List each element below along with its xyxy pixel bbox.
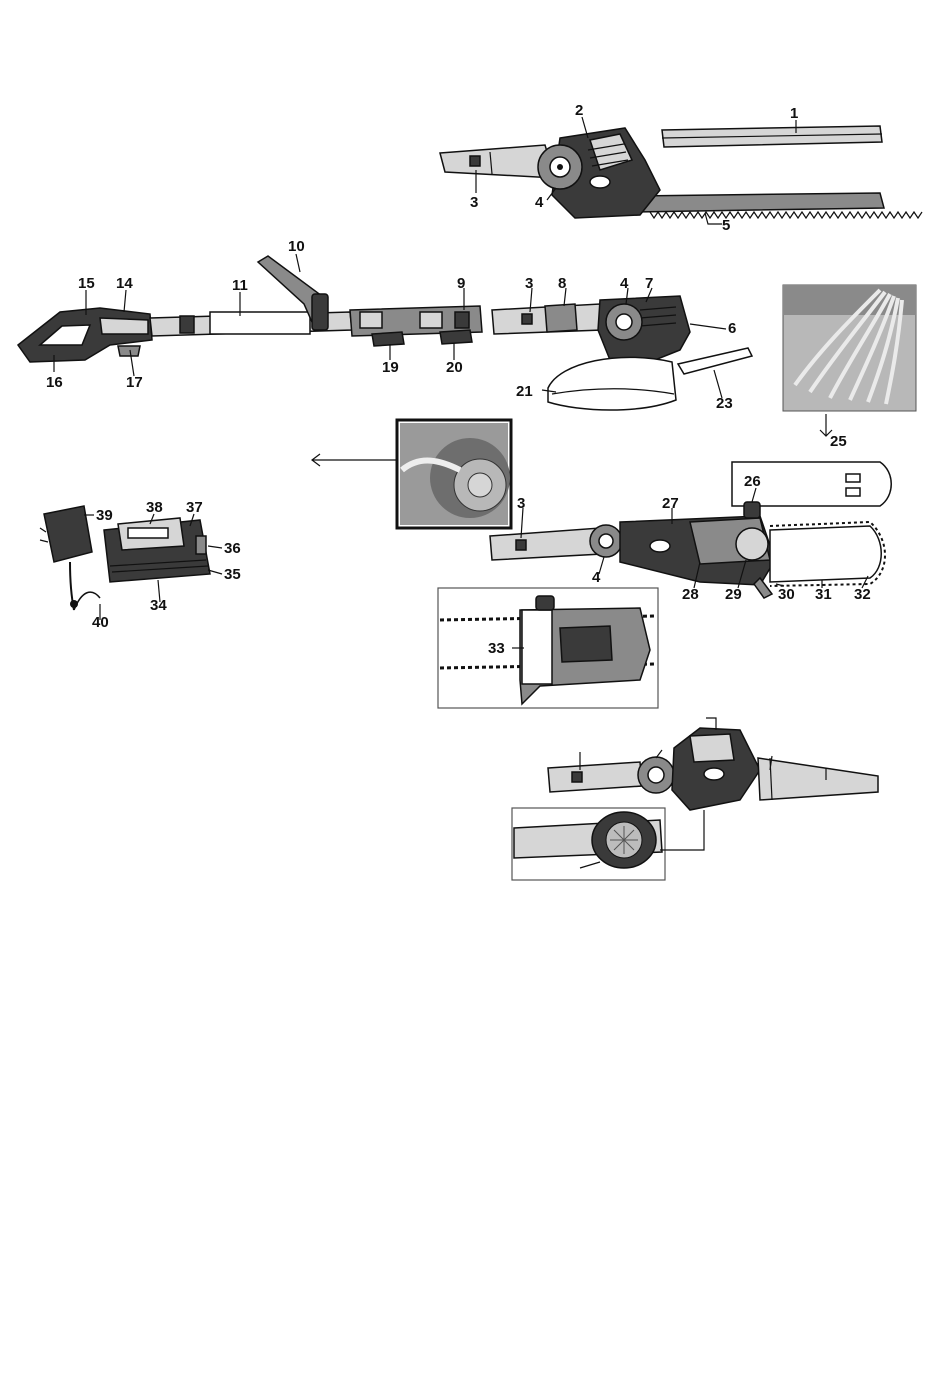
- blower-attachment: [512, 718, 878, 880]
- guide-bar: [770, 526, 881, 582]
- label-23: 23: [716, 395, 733, 412]
- label-34: 34: [150, 597, 167, 614]
- label-19: 19: [382, 359, 399, 376]
- label-21: 21: [516, 383, 533, 400]
- label-15: 15: [78, 275, 95, 292]
- label-33: 33: [488, 640, 505, 657]
- chain-detail-inset: 33: [438, 588, 658, 708]
- label-39: 39: [96, 507, 113, 524]
- blower-tube: [758, 758, 878, 800]
- hedge-blade: [630, 193, 922, 218]
- spool-detail-inset: [312, 420, 511, 528]
- label-5: 5: [722, 217, 730, 234]
- trimmer-line-photo: [783, 285, 916, 436]
- label-31: 31: [815, 586, 832, 603]
- label-30: 30: [778, 586, 795, 603]
- pole-saw-attachment: 25 26 27 3 4 28 29 30 31 32: [490, 433, 891, 603]
- label-2: 2: [575, 102, 583, 119]
- label-27: 27: [662, 495, 679, 512]
- label-9: 9: [457, 275, 465, 292]
- label-37: 37: [186, 499, 203, 516]
- label-10: 10: [288, 238, 305, 255]
- label-7: 7: [645, 275, 653, 292]
- power-head-handle: 15 14 11 10 9 16 17 19 20: [18, 238, 482, 391]
- label-4-hedge: 4: [535, 194, 544, 211]
- lock-clip-19: [372, 332, 404, 346]
- label-32: 32: [854, 586, 871, 603]
- label-38: 38: [146, 499, 163, 516]
- label-29: 29: [725, 586, 742, 603]
- label-4-saw: 4: [592, 569, 601, 586]
- label-8: 8: [558, 275, 566, 292]
- hedge-shaft: [440, 145, 555, 178]
- label-20: 20: [446, 359, 463, 376]
- label-1: 1: [790, 105, 798, 122]
- label-26: 26: [744, 473, 761, 490]
- trimmer-guard: [548, 357, 676, 410]
- blade-cover: [662, 126, 882, 147]
- label-40: 40: [92, 614, 109, 631]
- label-35: 35: [224, 566, 241, 583]
- label-25: 25: [830, 433, 847, 450]
- label-3-saw: 3: [517, 495, 525, 512]
- label-3-trimmer: 3: [525, 275, 533, 292]
- label-4-trimmer: 4: [620, 275, 629, 292]
- edge-guide: [678, 348, 752, 374]
- lock-clip-20: [440, 330, 472, 344]
- label-16: 16: [46, 374, 63, 391]
- label-36: 36: [224, 540, 241, 557]
- label-14: 14: [116, 275, 133, 292]
- label-3-hedge: 3: [470, 194, 478, 211]
- label-11: 11: [232, 277, 248, 294]
- battery-and-charger: 39 38 37 36 35 34 40: [40, 499, 241, 631]
- hedge-trimmer-attachment: 1 2 3 4 5: [440, 102, 922, 234]
- label-28: 28: [682, 586, 699, 603]
- label-6: 6: [728, 320, 736, 337]
- string-trimmer-attachment: 3 8 4 7 6 21 23: [492, 275, 752, 412]
- label-17: 17: [126, 374, 143, 391]
